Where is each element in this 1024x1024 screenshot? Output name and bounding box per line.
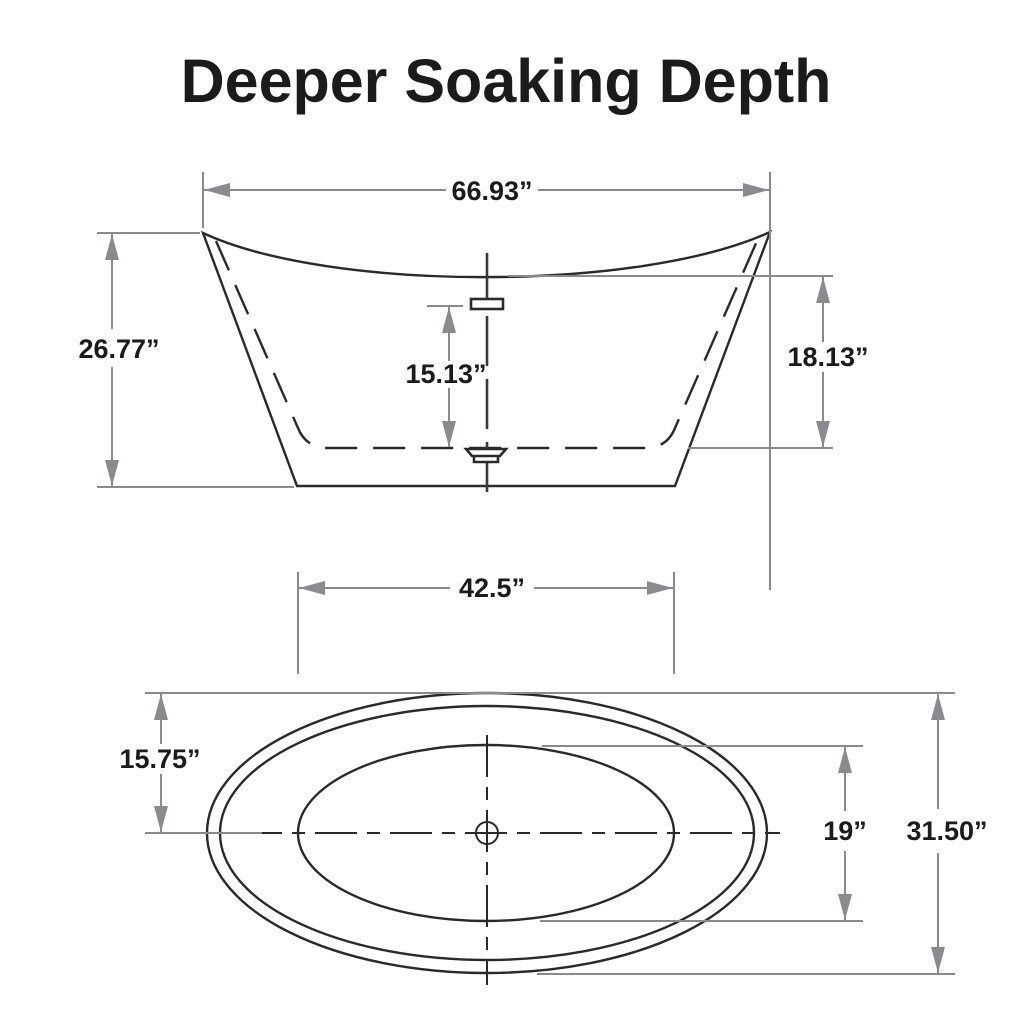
dim-label-overall-width: 31.50” <box>906 816 987 846</box>
arrow-down-icon <box>105 460 119 486</box>
arrow-right-icon <box>743 183 769 197</box>
dim-label-basin-floor-length: 42.5” <box>459 573 525 603</box>
drain-fitting <box>463 447 509 464</box>
overflow-fitting <box>469 297 505 311</box>
dimension-basin-floor-length: 42.5” <box>297 572 675 674</box>
dimension-soaking-depth: 15.13” <box>405 305 487 447</box>
dim-label-interior-width: 19” <box>823 816 867 846</box>
arrow-down-icon <box>816 421 830 447</box>
dim-label-overall-height: 26.77” <box>78 334 159 364</box>
dimension-overall-length: 66.93” <box>202 172 771 590</box>
arrow-left-icon <box>299 581 325 595</box>
arrow-down-icon <box>442 421 456 447</box>
dim-label-overall-length: 66.93” <box>451 176 532 206</box>
page-title: Deeper Soaking Depth <box>181 47 832 115</box>
arrow-up-icon <box>931 694 945 720</box>
arrow-up-icon <box>816 277 830 303</box>
arrow-right-icon <box>647 581 673 595</box>
dimension-interior-width: 19” <box>540 745 867 922</box>
arrow-up-icon <box>154 694 168 720</box>
dim-label-half-width: 15.75” <box>119 744 200 774</box>
dimension-interior-depth: 18.13” <box>508 275 869 449</box>
arrow-down-icon <box>931 947 945 973</box>
arrow-left-icon <box>204 183 230 197</box>
dimension-overall-height: 26.77” <box>78 232 294 488</box>
dimension-half-width: 15.75” <box>119 692 955 834</box>
dim-label-interior-depth: 18.13” <box>787 342 868 372</box>
arrow-down-icon <box>838 894 852 920</box>
arrow-up-icon <box>105 234 119 260</box>
top-view <box>205 691 780 985</box>
dimension-overall-width: 31.50” <box>537 694 988 975</box>
arrow-down-icon <box>154 806 168 832</box>
arrow-up-icon <box>838 747 852 773</box>
dim-label-soaking-depth: 15.13” <box>405 359 486 389</box>
arrow-up-icon <box>442 307 456 333</box>
